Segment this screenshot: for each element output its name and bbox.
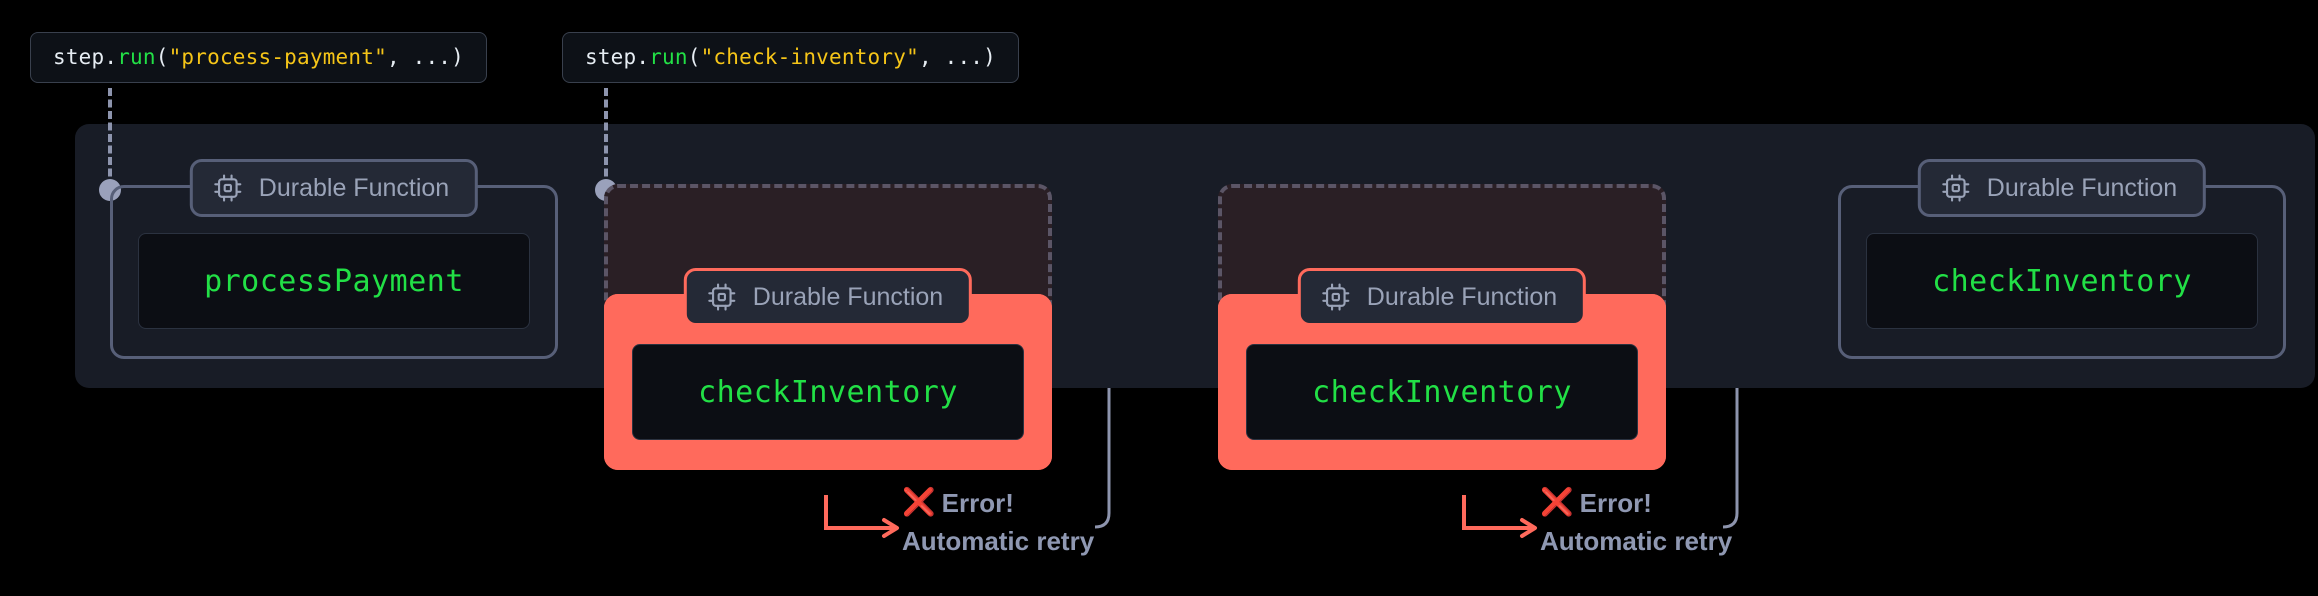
- durable-function-group-check-inventory-attempt-1[interactable]: Durable Function checkInventory: [604, 268, 1052, 470]
- error-title: Error!: [941, 487, 1014, 518]
- callout-arg: "process-payment": [168, 45, 387, 69]
- error-annotation-2: ❌ Error! Automatic retry: [1540, 489, 1733, 556]
- durable-function-badge[interactable]: Durable Function: [1297, 268, 1587, 326]
- error-title-row: ❌ Error!: [1540, 489, 1732, 516]
- callout-object: step: [53, 45, 105, 69]
- error-x-icon: ❌: [902, 487, 936, 517]
- retry-arrow-1: [824, 495, 895, 530]
- callout-rest: , ...): [386, 45, 464, 69]
- function-name-text: processPayment: [204, 263, 464, 299]
- cpu-chip-icon: [214, 174, 242, 202]
- callout-rest: , ...): [918, 45, 996, 69]
- step-callout-process-payment: step.run("process-payment", ...): [30, 32, 487, 83]
- error-title: Error!: [1579, 487, 1652, 518]
- step-callout-check-inventory: step.run("check-inventory", ...): [562, 32, 1019, 83]
- error-annotation-1: ❌ Error! Automatic retry: [902, 489, 1095, 556]
- retry-arrow-1-head: [882, 518, 899, 538]
- retry-arrow-2: [1462, 495, 1533, 530]
- callout-dot: .: [104, 45, 118, 69]
- callout-arg: "check-inventory": [700, 45, 919, 69]
- durable-function-badge[interactable]: Durable Function: [189, 159, 479, 217]
- callout-open-paren: (: [155, 45, 169, 69]
- durable-function-badge-label: Durable Function: [1366, 282, 1558, 311]
- error-title-row: ❌ Error!: [902, 489, 1094, 516]
- callout-dashed-line-1: [108, 88, 112, 188]
- cpu-chip-icon: [708, 283, 736, 311]
- durable-function-badge-label: Durable Function: [1986, 173, 2178, 202]
- durable-function-group-check-inventory-attempt-2[interactable]: Durable Function checkInventory: [1218, 268, 1666, 470]
- callout-method: run: [117, 45, 156, 69]
- function-name-box[interactable]: processPayment: [138, 233, 530, 329]
- function-name-text: checkInventory: [698, 374, 958, 410]
- error-subtitle: Automatic retry: [902, 526, 1095, 556]
- cpu-chip-icon: [1942, 174, 1970, 202]
- durable-function-badge[interactable]: Durable Function: [1917, 159, 2207, 217]
- cpu-chip-icon: [1322, 283, 1350, 311]
- function-name-text: checkInventory: [1312, 374, 1572, 410]
- durable-function-badge-label: Durable Function: [258, 173, 450, 202]
- durable-function-badge[interactable]: Durable Function: [683, 268, 973, 326]
- durable-function-group-check-inventory-success[interactable]: Durable Function checkInventory: [1838, 159, 2286, 359]
- function-name-box[interactable]: checkInventory: [632, 344, 1024, 440]
- durable-function-group-process-payment[interactable]: Durable Function processPayment: [110, 159, 558, 359]
- callout-object: step: [585, 45, 637, 69]
- durable-function-badge-label: Durable Function: [752, 282, 944, 311]
- callout-dot: .: [636, 45, 650, 69]
- error-subtitle: Automatic retry: [1540, 526, 1733, 556]
- function-name-box[interactable]: checkInventory: [1866, 233, 2258, 329]
- callout-dashed-line-2: [604, 88, 608, 188]
- retry-arrow-2-head: [1520, 518, 1537, 538]
- callout-open-paren: (: [687, 45, 701, 69]
- function-name-text: checkInventory: [1932, 263, 2192, 299]
- function-name-box[interactable]: checkInventory: [1246, 344, 1638, 440]
- callout-method: run: [649, 45, 688, 69]
- error-x-icon: ❌: [1540, 487, 1574, 517]
